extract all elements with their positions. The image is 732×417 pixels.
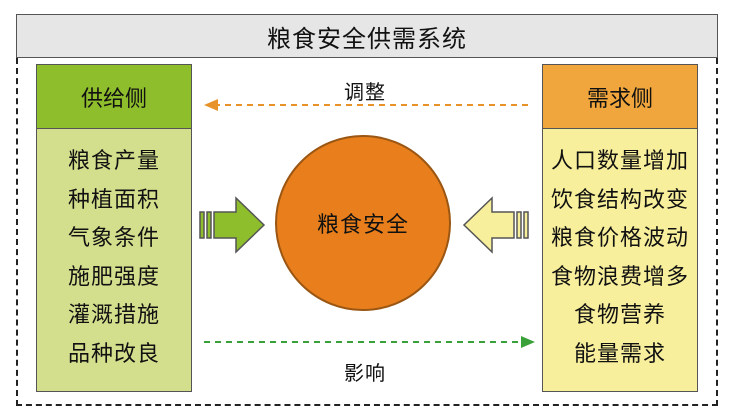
demand-item: 人口数量增加	[550, 149, 689, 174]
adjust-arrow	[204, 99, 528, 111]
adjust-label: 调整	[344, 80, 386, 104]
supply-list: 粮食产量 种植面积 气象条件 施肥强度 灌溉措施 品种改良	[37, 129, 191, 374]
supply-header: 供给侧	[37, 65, 191, 129]
demand-item: 食物浪费增多	[550, 264, 689, 290]
supply-item: 种植面积	[67, 187, 160, 213]
diagram-title: 粮食安全供需系统	[16, 14, 718, 58]
demand-item: 能量需求	[573, 341, 666, 367]
supply-item: 气象条件	[67, 226, 160, 251]
system-boundary	[16, 58, 718, 406]
supply-to-center-arrow-icon	[199, 196, 266, 254]
demand-list: 人口数量增加 饮食结构改变 粮食价格波动 食物浪费增多 食物营养 能量需求	[543, 129, 697, 374]
demand-panel: 需求侧 人口数量增加 饮食结构改变 粮食价格波动 食物浪费增多 食物营养 能量需…	[542, 64, 698, 392]
demand-item: 饮食结构改变	[550, 187, 689, 213]
supply-item: 施肥强度	[67, 264, 160, 290]
food-security-node: 粮食安全	[275, 135, 451, 311]
demand-to-center-arrow-icon	[462, 196, 529, 254]
supply-item: 品种改良	[67, 341, 160, 367]
supply-item: 粮食产量	[67, 149, 160, 174]
influence-arrow	[204, 336, 535, 348]
supply-panel: 供给侧 粮食产量 种植面积 气象条件 施肥强度 灌溉措施 品种改良	[36, 64, 192, 392]
demand-item: 食物营养	[573, 303, 666, 328]
influence-label: 影响	[344, 361, 386, 385]
demand-item: 粮食价格波动	[550, 226, 689, 251]
supply-item: 灌溉措施	[67, 303, 160, 328]
demand-header: 需求侧	[543, 65, 697, 129]
